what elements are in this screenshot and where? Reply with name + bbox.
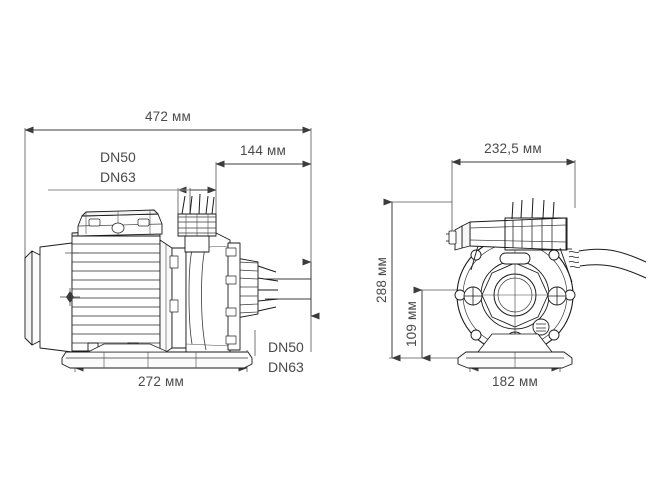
- dimension-label-144: 144 мм: [240, 143, 286, 158]
- callout-outlet-port: DN50 DN63: [265, 258, 320, 375]
- mounting-base-side: [61, 343, 253, 369]
- callout-inlet-port: DN50 DN63: [48, 149, 190, 191]
- dimension-label-288: 288 мм: [374, 257, 389, 303]
- callout-inlet-dn63: DN63: [100, 169, 136, 185]
- nameplate-slot: [499, 252, 531, 265]
- pump-front-geometry: [446, 197, 647, 369]
- dimension-label-272: 272 мм: [138, 374, 184, 389]
- motor-housing: [71, 228, 161, 361]
- power-cable: [566, 248, 647, 279]
- mounting-base-front: [457, 333, 573, 369]
- inlet-port-side: [177, 193, 217, 253]
- dimension-overall-height: 288 мм: [374, 198, 401, 362]
- pump-side-geometry: [24, 193, 279, 369]
- dimension-label-182: 182 мм: [492, 374, 538, 389]
- callout-inlet-dn50: DN50: [100, 149, 136, 165]
- cooling-fins: [72, 243, 160, 344]
- callout-outlet-dn50: DN50: [268, 339, 304, 355]
- dimension-overall-width: 232,5 мм: [451, 141, 576, 166]
- dimension-label-472: 472 мм: [145, 109, 191, 124]
- terminal-box-front: [446, 197, 573, 283]
- dimension-inlet-offset: 144 мм: [215, 143, 312, 168]
- dimension-overall-length: 472 мм: [24, 109, 312, 134]
- front-center-lines: [470, 250, 560, 340]
- pump-adapter: [159, 239, 187, 357]
- volute-flange: [225, 242, 241, 351]
- side-view-group: 472 мм 144 мм DN50 DN63 DN50 DN63: [24, 109, 320, 389]
- dimension-label-232: 232,5 мм: [484, 141, 542, 156]
- dimension-label-109: 109 мм: [404, 301, 419, 347]
- motor-rear-cap: [24, 242, 73, 353]
- callout-outlet-dn63: DN63: [268, 359, 304, 375]
- drain-plug: [532, 318, 550, 336]
- dimension-shaft-height: 109 мм: [404, 286, 431, 362]
- terminal-box-side: [77, 209, 163, 237]
- center-marks: [60, 246, 80, 306]
- front-view-group: 232,5 мм 288 мм 109 мм 182 мм: [374, 141, 647, 389]
